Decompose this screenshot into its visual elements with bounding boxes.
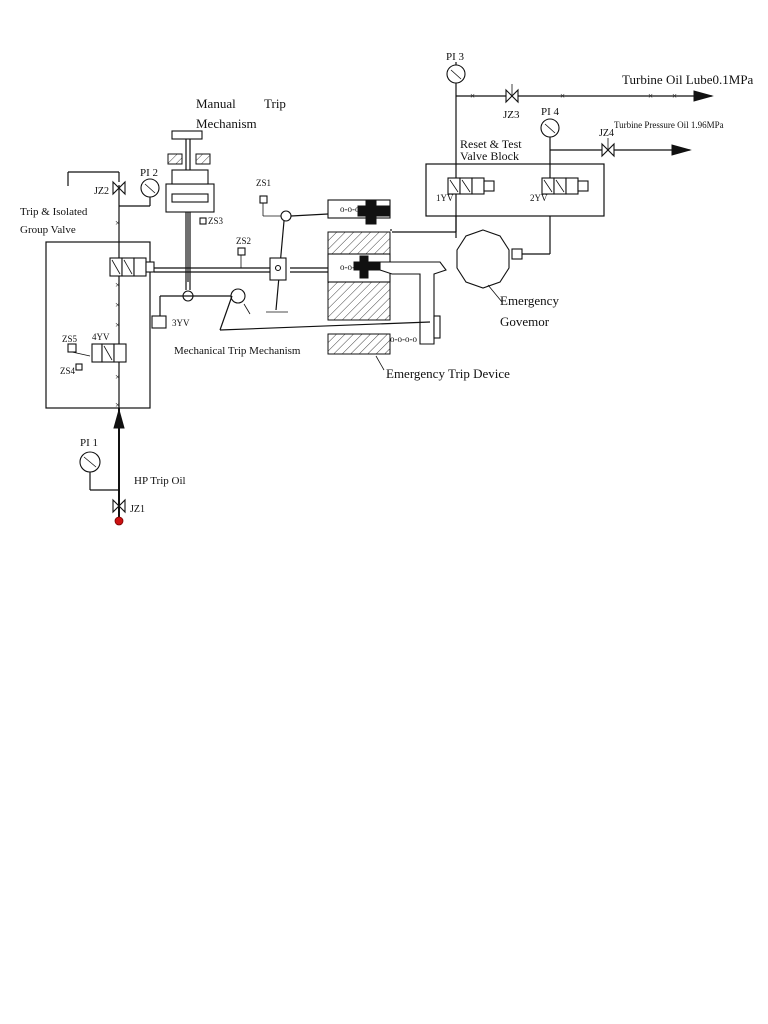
gauge-pi2: PI 2 — [119, 167, 160, 207]
label-emergency-trip: Emergency Trip Device — [386, 366, 510, 381]
pressure-arrow-icon — [671, 144, 692, 156]
tag-zs5: ZS5 — [62, 334, 78, 344]
label-turbine-lube: Turbine Oil Lube0.1MPa — [622, 72, 754, 87]
lube-arrow-icon — [693, 90, 714, 102]
pressure-oil-line — [549, 136, 692, 182]
tag-4yv: 4YV — [92, 332, 110, 342]
label-manual-trip-2: Trip — [264, 96, 286, 111]
lube-oil-line: × × × × — [455, 78, 714, 238]
tag-1yv: 1YV — [436, 193, 454, 203]
svg-text:×: × — [115, 372, 120, 382]
tag-pi3: PI 3 — [446, 51, 465, 63]
tag-jz1: JZ1 — [130, 504, 145, 515]
svg-text:×: × — [560, 91, 565, 101]
svg-text:×: × — [115, 320, 120, 330]
tag-pi4: PI 4 — [541, 106, 560, 118]
gauge-pi3: PI 3 — [446, 51, 466, 84]
svg-text:o-o-o-o: o-o-o-o — [340, 204, 367, 214]
hp-arrow-icon — [113, 408, 125, 429]
tag-zs1: ZS1 — [256, 178, 271, 188]
label-turbine-pressure: Turbine Pressure Oil 1.96MPa — [614, 120, 724, 130]
label-trip-isolated-1: Trip & Isolated — [20, 206, 88, 218]
tag-jz2: JZ2 — [94, 186, 109, 197]
solenoid-valve-1yv: 1YV — [436, 177, 495, 203]
svg-text:×: × — [115, 400, 120, 410]
label-mechanical-trip: Mechanical Trip Mechanism — [174, 345, 301, 357]
tag-zs4: ZS4 — [60, 366, 76, 376]
svg-text:×: × — [648, 91, 653, 101]
tag-jz4: JZ4 — [599, 128, 614, 139]
label-emergency-governor-2: Govemor — [500, 314, 550, 329]
svg-text:×: × — [672, 91, 677, 101]
valve-jz1: JZ1 — [112, 498, 145, 515]
svg-text:×: × — [115, 218, 120, 228]
label-hp-trip-oil: HP Trip Oil — [134, 475, 186, 487]
svg-text:×: × — [115, 280, 120, 290]
tag-pi2: PI 2 — [140, 167, 158, 179]
solenoid-valve-4yv: 4YV ZS5 ZS4 — [60, 332, 127, 376]
label-trip-isolated-2: Group Valve — [20, 224, 76, 236]
tag-2yv: 2YV — [530, 193, 548, 203]
reset-test-valve-block: Reset & Test Valve Block 1YV 2YV — [425, 137, 605, 217]
label-manual-trip-3: Mechanism — [196, 116, 257, 131]
mechanical-trip-mechanism: 3YV Mechanical Trip Mechanism — [151, 288, 431, 357]
valve-jz3: JZ3 — [503, 84, 520, 121]
trip-isolated-group-valve: Trip & Isolated Group Valve × × × × × × … — [20, 185, 155, 520]
gauge-pi4: PI 4 — [540, 106, 560, 138]
switch-zs2: ZS2 — [236, 236, 251, 268]
valve-jz4: JZ4 — [599, 128, 615, 158]
emergency-governor: Emergency Govemor — [456, 229, 559, 329]
emergency-trip-device: o-o-o-o o-o-o-o o-o-o-o Emergency Trip D… — [327, 199, 510, 381]
label-reset-test-2: Valve Block — [460, 149, 519, 163]
label-reset-test-1: Reset & Test — [460, 137, 522, 151]
inlet-dot — [114, 516, 124, 526]
valve-jz2: JZ2 — [67, 171, 126, 197]
trip-valve-upper — [109, 257, 155, 277]
svg-text:×: × — [115, 300, 120, 310]
label-emergency-governor-1: Emergency — [500, 293, 559, 308]
svg-text:×: × — [470, 91, 475, 101]
tag-pi1: PI 1 — [80, 437, 98, 449]
svg-text:o-o-o-o: o-o-o-o — [390, 334, 417, 344]
tag-zs2: ZS2 — [236, 236, 251, 246]
tag-jz3: JZ3 — [503, 109, 520, 121]
switch-zs1: ZS1 — [256, 178, 282, 217]
label-manual-trip-1: Manual — [196, 96, 236, 111]
hp-trip-oil-inlet: HP Trip Oil PI 1 JZ1 — [79, 408, 186, 526]
tag-zs3: ZS3 — [208, 216, 224, 226]
solenoid-valve-2yv: 2YV — [530, 177, 589, 203]
manual-trip-mechanism: Manual Trip Mechanism ZS3 — [165, 96, 286, 290]
tag-3yv: 3YV — [172, 318, 190, 328]
gauge-pi1: PI 1 — [79, 437, 119, 491]
trip-linkage — [266, 210, 329, 313]
